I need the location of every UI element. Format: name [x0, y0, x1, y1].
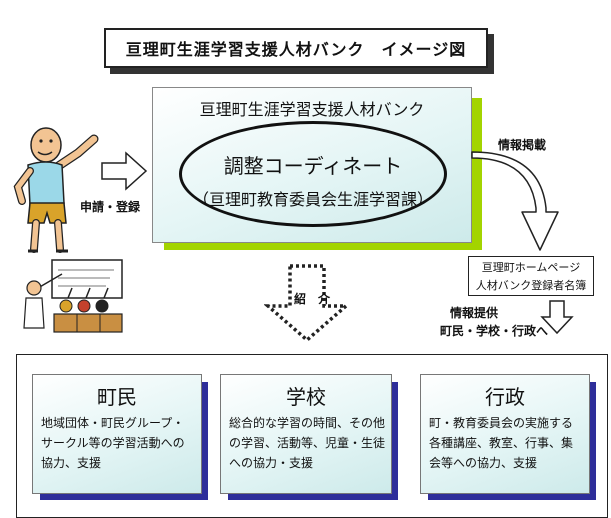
coordinator-panel-header: 亘理町生涯学習支援人材バンク [199, 100, 425, 119]
coordination-ellipse: 調整コーディネート （亘理町教育委員会生涯学習課） [179, 121, 447, 227]
card-title: 行政 [485, 385, 525, 409]
card-description: 町・教育委員会の実施する各種講座、教室、行事、集会等への協力、支援 [429, 416, 574, 470]
provide-arrow [540, 300, 574, 335]
coordinator-department: （亘理町教育委員会生涯学習課） [192, 190, 433, 209]
card-title: 町民 [97, 385, 137, 409]
homepage-box: 亘理町ホームページ 人材バンク登録者名簿 [468, 256, 594, 296]
coordinator-panel: 亘理町生涯学習支援人材バンク 調整コーディネート （亘理町教育委員会生涯学習課） [152, 87, 472, 243]
provide-target-label: 町民・学校・行政へ [440, 324, 549, 338]
card-description: 総合的な学習の時間、その他の学習、活動等、児童・生徒への協力・支援 [229, 416, 386, 470]
page-title: 亘理町生涯学習支援人材バンク イメージ図 [104, 28, 488, 68]
homepage-line-2: 人材バンク登録者名簿 [475, 279, 587, 292]
provide-label: 情報提供 [450, 306, 499, 320]
publish-arrow [471, 151, 559, 251]
publish-label: 情報掲載 [498, 138, 547, 152]
lecture-illustration [23, 259, 123, 333]
apply-arrow [101, 151, 148, 191]
introduce-label: 紹 介 [294, 292, 331, 306]
card-residents: 町民 地域団体・町民グループ・サークル等の学習活動への協力、支援 [32, 374, 202, 494]
card-schools: 学校 総合的な学習の時間、その他の学習、活動等、児童・生徒への協力・支援 [220, 374, 392, 494]
title-banner: 亘理町生涯学習支援人材バンク イメージ図 [104, 28, 494, 74]
card-government: 行政 町・教育委員会の実施する各種講座、教室、行事、集会等への協力、支援 [420, 374, 590, 494]
homepage-line-1: 亘理町ホームページ [481, 261, 581, 274]
apply-label: 申請・登録 [80, 200, 141, 214]
pointing-person-illustration [13, 127, 99, 253]
coordination-label: 調整コーディネート [223, 154, 403, 178]
introduce-arrow [264, 264, 351, 343]
card-title: 学校 [286, 385, 326, 409]
card-description: 地域団体・町民グループ・サークル等の学習活動への協力、支援 [41, 416, 185, 470]
